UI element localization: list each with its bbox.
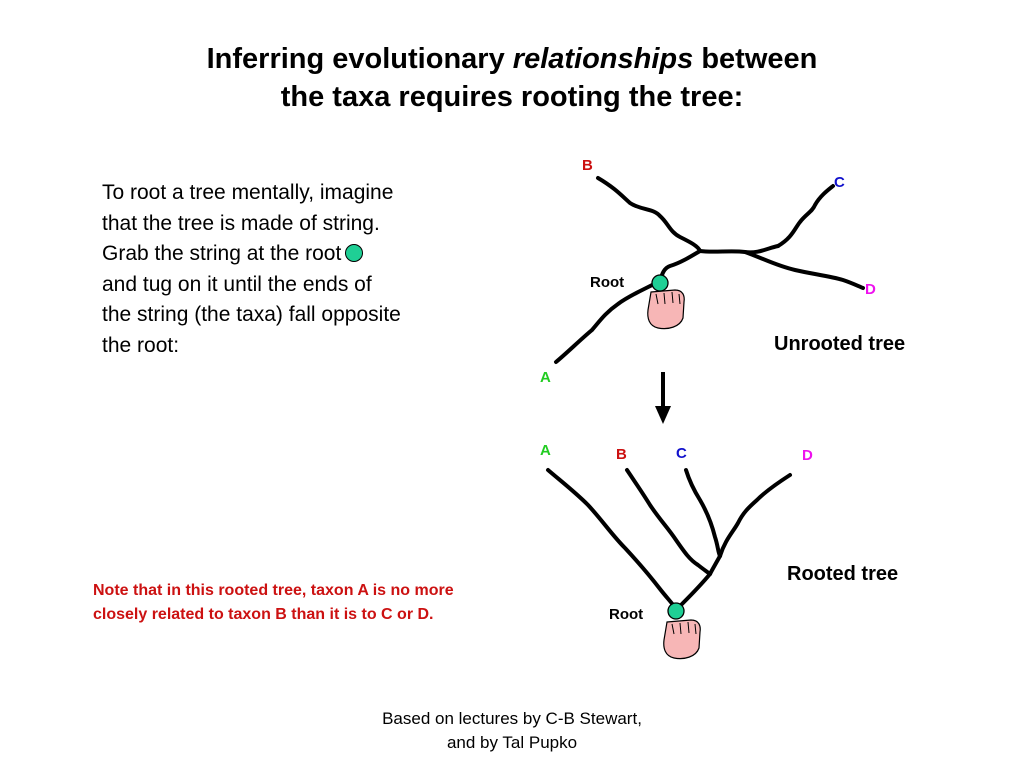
rooted-branch-b bbox=[625, 468, 712, 576]
rooted-tree bbox=[546, 468, 792, 613]
unrooted-branch-d bbox=[743, 250, 865, 290]
root-dot-icon bbox=[345, 244, 364, 262]
unrooted-root-stub bbox=[658, 249, 702, 283]
rooted-branch-c bbox=[684, 468, 722, 558]
instruction-paragraph: To root a tree mentally, imagine that th… bbox=[102, 178, 402, 361]
rooted-tree-caption: Rooted tree bbox=[787, 563, 898, 585]
credit-text: Based on lectures by C-B Stewart, and by… bbox=[312, 707, 712, 755]
rooted-root-dot bbox=[667, 602, 685, 620]
rooted-taxon-c-label: C bbox=[676, 445, 687, 462]
down-arrow-icon bbox=[655, 372, 671, 424]
rooted-taxon-b-label: B bbox=[616, 446, 627, 463]
unrooted-branch-a bbox=[554, 279, 662, 364]
rooted-taxon-a-label: A bbox=[540, 442, 551, 459]
unrooted-root-dot bbox=[651, 274, 669, 292]
rooted-root-label: Root bbox=[609, 606, 643, 623]
paragraph-text-before: To root a tree mentally, imagine that th… bbox=[102, 181, 394, 265]
rooted-branch-a bbox=[546, 468, 678, 611]
rooted-tree-note: Note that in this rooted tree, taxon A i… bbox=[93, 582, 454, 623]
title-text-start: Inferring evolutionary bbox=[206, 43, 513, 75]
unrooted-branch-c bbox=[776, 184, 835, 248]
unrooted-taxon-c-label: C bbox=[834, 174, 845, 191]
credit-line-2: and by Tal Pupko bbox=[446, 733, 578, 752]
unrooted-internal-branch bbox=[698, 244, 780, 255]
title-line-2: the taxa requires rooting the tree: bbox=[280, 81, 744, 113]
title-italic-word: relationships bbox=[512, 43, 694, 75]
rooted-branch-bcd bbox=[708, 554, 722, 576]
unrooted-taxon-d-label: D bbox=[865, 281, 876, 298]
unrooted-root-label: Root bbox=[590, 274, 624, 291]
credit-line-1: Based on lectures by C-B Stewart, bbox=[382, 709, 642, 728]
unrooted-taxon-a-label: A bbox=[540, 369, 551, 386]
unrooted-tree bbox=[554, 176, 865, 364]
paragraph-text-after: and tug on it until the ends of the stri… bbox=[102, 272, 401, 357]
rooted-taxon-d-label: D bbox=[802, 447, 813, 464]
unrooted-tree-caption: Unrooted tree bbox=[774, 333, 905, 355]
unrooted-taxon-b-label: B bbox=[582, 157, 593, 174]
slide-title: Inferring evolutionary relationships bet… bbox=[0, 40, 1024, 116]
title-line-1: Inferring evolutionary relationships bet… bbox=[0, 40, 1024, 78]
unrooted-branch-b bbox=[596, 176, 702, 253]
rooted-branch-d bbox=[718, 473, 792, 558]
title-text-end: between bbox=[693, 43, 818, 75]
